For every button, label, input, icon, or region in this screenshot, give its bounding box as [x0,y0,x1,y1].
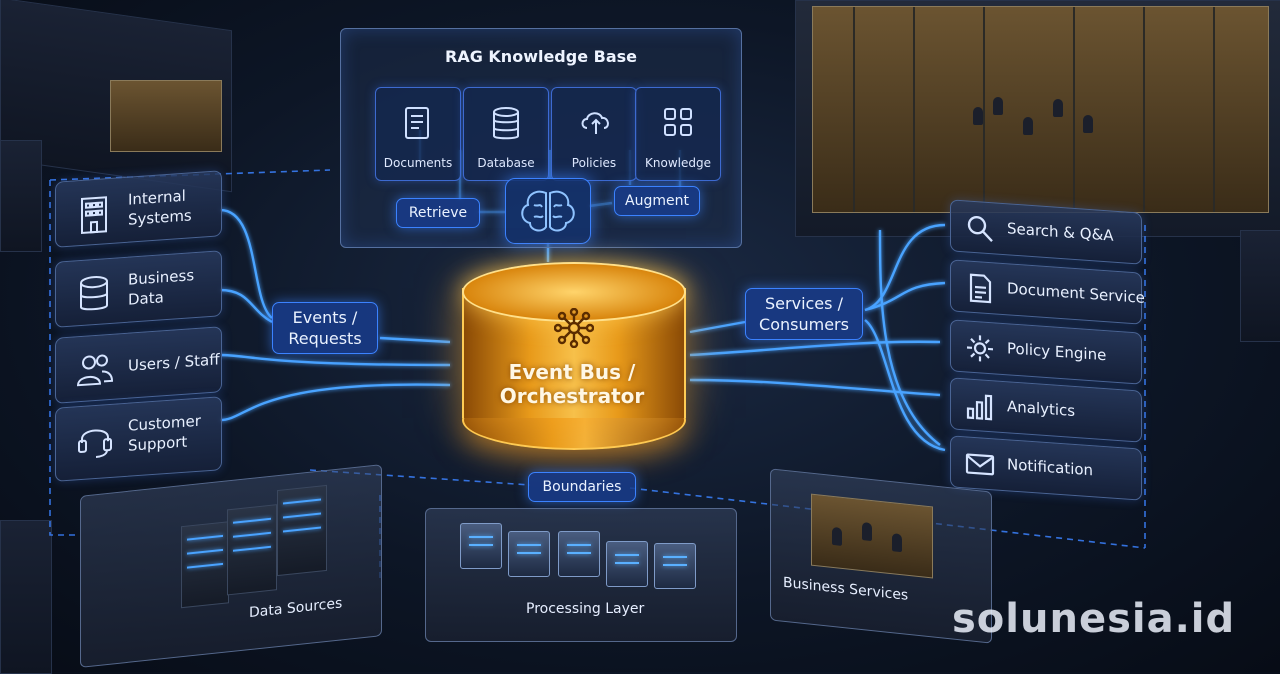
rag-title: RAG Knowledge Base [341,47,741,66]
document-icon [965,272,995,304]
source-label: Users / Staff [128,349,220,375]
service-label: Notification [1007,455,1093,479]
brain-processor [505,178,591,244]
service-label: Document Service [1007,279,1145,307]
headset-icon [76,419,114,462]
bar-chart-icon [965,390,995,422]
data-sources-platform: Data Sources [80,464,382,668]
rag-tile-label: Knowledge [636,156,720,170]
brain-icon [506,179,590,243]
search-icon [965,212,995,244]
grid-icon [662,106,694,138]
watermark-logo: solunesia.id [952,596,1235,642]
bus-label: Event Bus /Orchestrator [462,360,682,408]
office-windows [812,6,1269,213]
service-document[interactable]: Document Service [950,259,1142,324]
events-requests-node[interactable]: Events /Requests [272,302,378,354]
document-icon [402,106,434,142]
building-icon [76,193,112,236]
service-policy-engine[interactable]: Policy Engine [950,319,1142,384]
services-consumers-node[interactable]: Services /Consumers [745,288,863,340]
mail-icon [965,448,995,480]
processing-layer-platform: Processing Layer [425,508,737,642]
users-icon [76,349,114,390]
rag-tile-knowledge[interactable]: Knowledge [635,87,721,181]
retrieve-button[interactable]: Retrieve [396,198,480,228]
rag-tile-database[interactable]: Database [463,87,549,181]
boundaries-label: Boundaries [528,472,636,502]
zone-label-data-sources: Data Sources [249,595,342,621]
service-label: Policy Engine [1007,339,1106,364]
building-window-top-left [110,80,222,152]
building-right-edge [1240,230,1280,342]
service-label: Analytics [1007,397,1075,420]
database-icon [76,273,112,316]
building-left [0,140,42,252]
zone-label-processing: Processing Layer [526,601,644,617]
database-icon [490,106,522,142]
service-label: Search & Q&A [1007,219,1114,244]
augment-button[interactable]: Augment [614,186,700,216]
source-users-staff[interactable]: Users / Staff [55,326,222,404]
rag-tile-label: Documents [376,156,460,170]
building-bottom-left [0,520,52,674]
rag-tile-documents[interactable]: Documents [375,87,461,181]
network-hub-icon [554,308,594,348]
gear-icon [965,332,995,364]
zone-label-business: Business Services [783,575,908,604]
event-bus-orchestrator[interactable]: Event Bus /Orchestrator [462,262,682,448]
rag-tile-label: Database [464,156,548,170]
rag-tile-label: Policies [552,156,636,170]
cloud-upload-icon [578,106,614,138]
rag-tile-policies[interactable]: Policies [551,87,637,181]
service-analytics[interactable]: Analytics [950,377,1142,442]
